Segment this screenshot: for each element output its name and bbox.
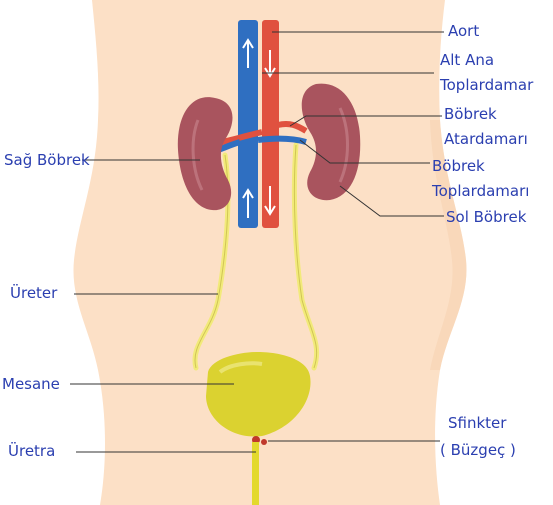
label-alt-ana-line1: Alt Ana <box>440 51 495 69</box>
label-sol-bobrek: Sol Böbrek <box>446 208 527 226</box>
bladder <box>206 352 311 437</box>
label-bobrek-atardamari-line1: Böbrek <box>444 105 497 123</box>
label-bobrek-atardamari-line2: Atardamarı <box>444 130 528 148</box>
aorta-arrow-down-icon <box>264 50 276 78</box>
left-renal-vein <box>257 135 307 145</box>
right-kidney <box>177 97 233 211</box>
label-sfinkter-line2: ( Büzgeç ) <box>440 441 516 459</box>
label-sag-bobrek: Sağ Böbrek <box>4 151 90 169</box>
label-mesane: Mesane <box>2 375 60 393</box>
label-bobrek-toplardamari-line1: Böbrek <box>432 157 485 175</box>
vena-cava <box>238 20 258 228</box>
label-sfinkter-line1: Sfinkter <box>448 414 507 432</box>
aorta-arrow-down-icon-lower <box>264 186 276 216</box>
aorta <box>262 20 279 228</box>
body-shade <box>430 120 467 370</box>
label-aort: Aort <box>448 22 480 40</box>
leader-lines <box>70 31 444 453</box>
vena-cava-arrow-up-icon <box>242 38 254 68</box>
label-alt-ana-line2: Toplardamar <box>440 76 534 94</box>
left-renal-artery <box>277 120 308 134</box>
left-kidney <box>301 83 361 201</box>
urethra <box>252 442 259 505</box>
label-uretra: Üretra <box>8 442 56 460</box>
label-bobrek-toplardamari-line2: Toplardamarı <box>432 182 530 200</box>
label-ureter: Üreter <box>10 284 58 302</box>
vena-cava-arrow-up-icon-lower <box>242 188 254 218</box>
body-silhouette <box>73 0 467 505</box>
